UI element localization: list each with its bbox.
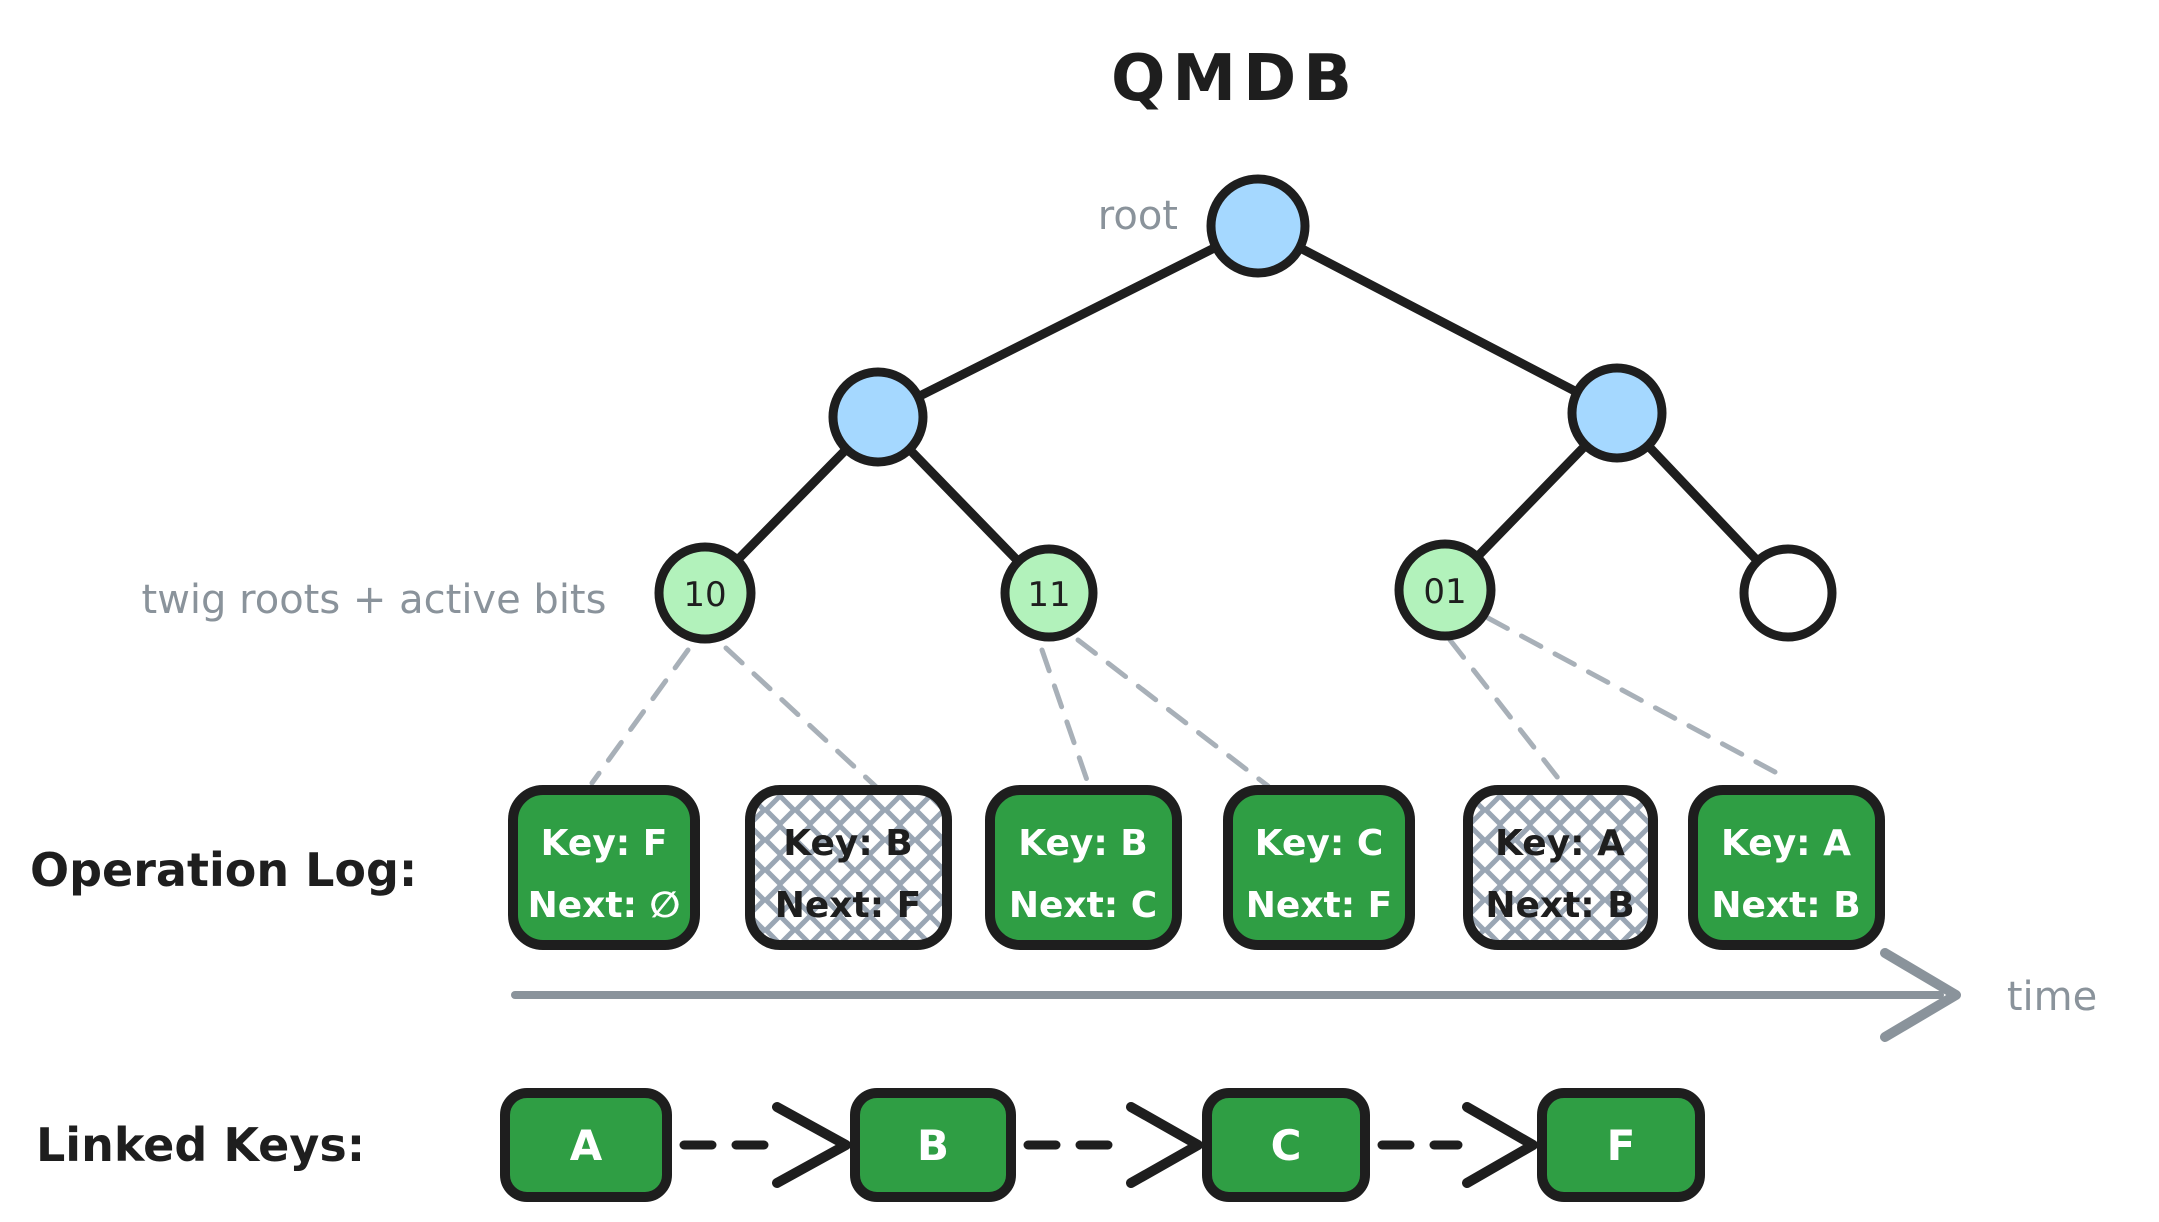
op-log-entry-2-box bbox=[745, 785, 952, 950]
connector-01-to-entry6 bbox=[1485, 615, 1778, 775]
linked-arrow-c-f-head-icon bbox=[1462, 1102, 1538, 1188]
time-axis: time bbox=[511, 948, 2097, 1042]
merkle-tree-nodes: root twig roots + active bits 10 11 01 bbox=[142, 174, 1837, 644]
operation-log-label: Operation Log: bbox=[30, 843, 417, 897]
diagram-title: QMDB bbox=[1111, 42, 1359, 116]
op-log-entry-2-next: Next: F bbox=[775, 885, 922, 926]
op-log-entry-2-crossed-out: Key: B Next: F bbox=[745, 785, 952, 950]
op-log-entry-6-next: Next: B bbox=[1711, 885, 1860, 926]
linked-arrow-a-b-head-icon bbox=[772, 1102, 851, 1188]
op-log-entry-1-next: Next: ∅ bbox=[528, 885, 681, 926]
linked-key-f: F bbox=[1537, 1088, 1705, 1202]
op-log-entry-5-key: Key: A bbox=[1495, 823, 1625, 864]
root-node-label: root bbox=[1098, 193, 1178, 239]
time-arrow-head-icon bbox=[1880, 948, 1961, 1042]
linked-key-a: A bbox=[500, 1088, 672, 1202]
connector-10-to-entry2 bbox=[723, 645, 888, 798]
op-log-entry-5-crossed-out: Key: A Next: B bbox=[1463, 785, 1658, 950]
internal-node-left bbox=[828, 367, 928, 467]
twig-node-10: 10 bbox=[654, 542, 756, 644]
connector-10-to-entry1 bbox=[589, 647, 691, 786]
time-axis-label: time bbox=[2007, 974, 2097, 1020]
op-log-entry-4-box bbox=[1223, 785, 1415, 950]
tree-edge-root-left bbox=[873, 221, 1263, 422]
linked-key-f-box bbox=[1537, 1088, 1705, 1202]
op-log-entry-5-next: Next: B bbox=[1485, 885, 1634, 926]
op-log-entry-1: Key: F Next: ∅ bbox=[508, 785, 700, 950]
twig-to-log-connectors bbox=[589, 615, 1778, 798]
op-log-entry-4-next: Next: F bbox=[1246, 885, 1393, 926]
op-log-entry-1-key: Key: F bbox=[541, 823, 668, 864]
op-log-entry-6-key: Key: A bbox=[1721, 823, 1851, 864]
op-log-entry-1-box bbox=[508, 785, 700, 950]
op-log-entry-2-key: Key: B bbox=[783, 823, 913, 864]
twig-node-11: 11 bbox=[1000, 544, 1098, 642]
op-log-entry-5-box bbox=[1463, 785, 1658, 950]
op-log-entry-3-next: Next: C bbox=[1009, 885, 1157, 926]
linked-key-b: B bbox=[850, 1088, 1016, 1202]
twig-node-10-circle bbox=[654, 542, 756, 644]
twig-node-11-bits: 11 bbox=[1027, 575, 1070, 615]
op-log-entry-3-key: Key: B bbox=[1018, 823, 1148, 864]
twig-node-01-circle bbox=[1394, 539, 1496, 641]
linked-key-f-letter: F bbox=[1607, 1121, 1636, 1170]
tree-edge-root-right bbox=[1253, 221, 1622, 418]
connector-01-to-entry5 bbox=[1447, 637, 1561, 781]
linked-key-a-letter: A bbox=[570, 1121, 603, 1170]
op-log-entry-6-box bbox=[1688, 785, 1885, 950]
op-log-entry-3: Key: B Next: C bbox=[985, 785, 1182, 950]
linked-arrow-b-c-head-icon bbox=[1126, 1102, 1203, 1188]
linked-keys-label: Linked Keys: bbox=[36, 1118, 365, 1172]
twig-node-10-bits: 10 bbox=[683, 575, 726, 615]
op-log-entry-4-key: Key: C bbox=[1255, 823, 1384, 864]
twig-roots-annotation: twig roots + active bits bbox=[142, 577, 607, 623]
twig-node-01-bits: 01 bbox=[1423, 572, 1466, 612]
linked-key-c: C bbox=[1202, 1088, 1370, 1202]
op-log-entry-3-box bbox=[985, 785, 1182, 950]
linked-key-b-letter: B bbox=[917, 1121, 949, 1170]
empty-twig-node bbox=[1739, 544, 1837, 642]
internal-node-right bbox=[1567, 363, 1667, 463]
linked-key-c-letter: C bbox=[1271, 1121, 1302, 1170]
linked-keys: Linked Keys: A B C F bbox=[36, 1088, 1705, 1202]
op-log-entry-6: Key: A Next: B bbox=[1688, 785, 1885, 950]
operation-log: Operation Log: Key: F Next: ∅ Key: B Nex… bbox=[30, 785, 1885, 950]
connector-11-to-entry4 bbox=[1075, 637, 1271, 789]
root-node bbox=[1206, 174, 1310, 278]
connector-11-to-entry3 bbox=[1039, 647, 1091, 786]
linked-key-c-box bbox=[1202, 1088, 1370, 1202]
twig-node-01: 01 bbox=[1394, 539, 1496, 641]
linked-key-b-box bbox=[850, 1088, 1016, 1202]
twig-node-11-circle bbox=[1000, 544, 1098, 642]
op-log-entry-4: Key: C Next: F bbox=[1223, 785, 1415, 950]
linked-key-a-box bbox=[500, 1088, 672, 1202]
